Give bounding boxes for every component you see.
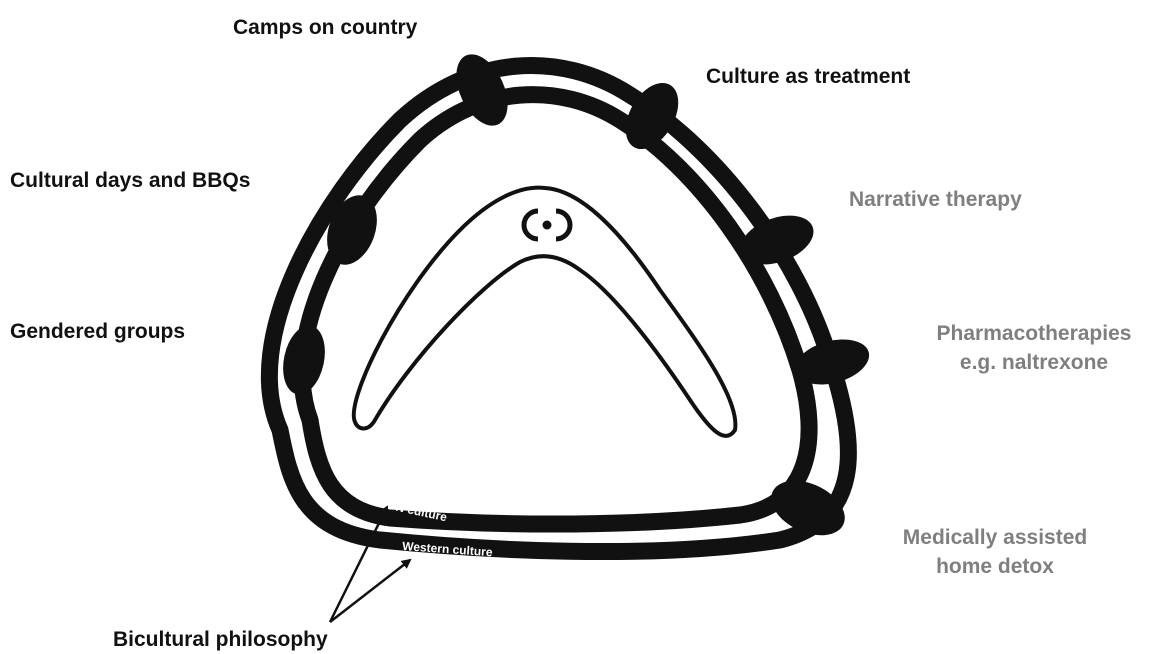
label-naltrexone: e.g. naltrexone (960, 351, 1108, 374)
node-culture-as-treatment (625, 82, 679, 150)
label-culture-as-treatment: Culture as treatment (706, 65, 910, 88)
arrow-to-fn-culture (328, 505, 389, 623)
label-gendered-groups: Gendered groups (10, 320, 185, 343)
inner-ring-fn-culture (293, 86, 818, 533)
label-pharmacotherapies: Pharmacotherapies (937, 322, 1132, 345)
concentric-circle-symbol-icon (521, 208, 573, 242)
label-home-detox: home detox (936, 555, 1054, 578)
node-home-detox (771, 480, 845, 536)
node-narrative-therapy (740, 215, 814, 265)
western-culture-ring-label: Western culture (402, 539, 494, 559)
label-camps-on-country: Camps on country (233, 16, 418, 39)
label-medically-assisted: Medically assisted (903, 526, 1087, 549)
node-cultural-days (327, 195, 377, 265)
outer-ring-western-culture (260, 57, 857, 561)
node-pharmacotherapies (794, 339, 870, 385)
node-camps-on-country (456, 54, 508, 126)
boomerang-icon (351, 185, 738, 438)
arrow-to-western-culture (329, 558, 412, 623)
label-cultural-days: Cultural days and BBQs (10, 169, 250, 192)
node-gendered-groups (283, 325, 325, 395)
label-bicultural-philosophy: Bicultural philosophy (113, 628, 328, 651)
label-narrative-therapy: Narrative therapy (849, 188, 1022, 211)
